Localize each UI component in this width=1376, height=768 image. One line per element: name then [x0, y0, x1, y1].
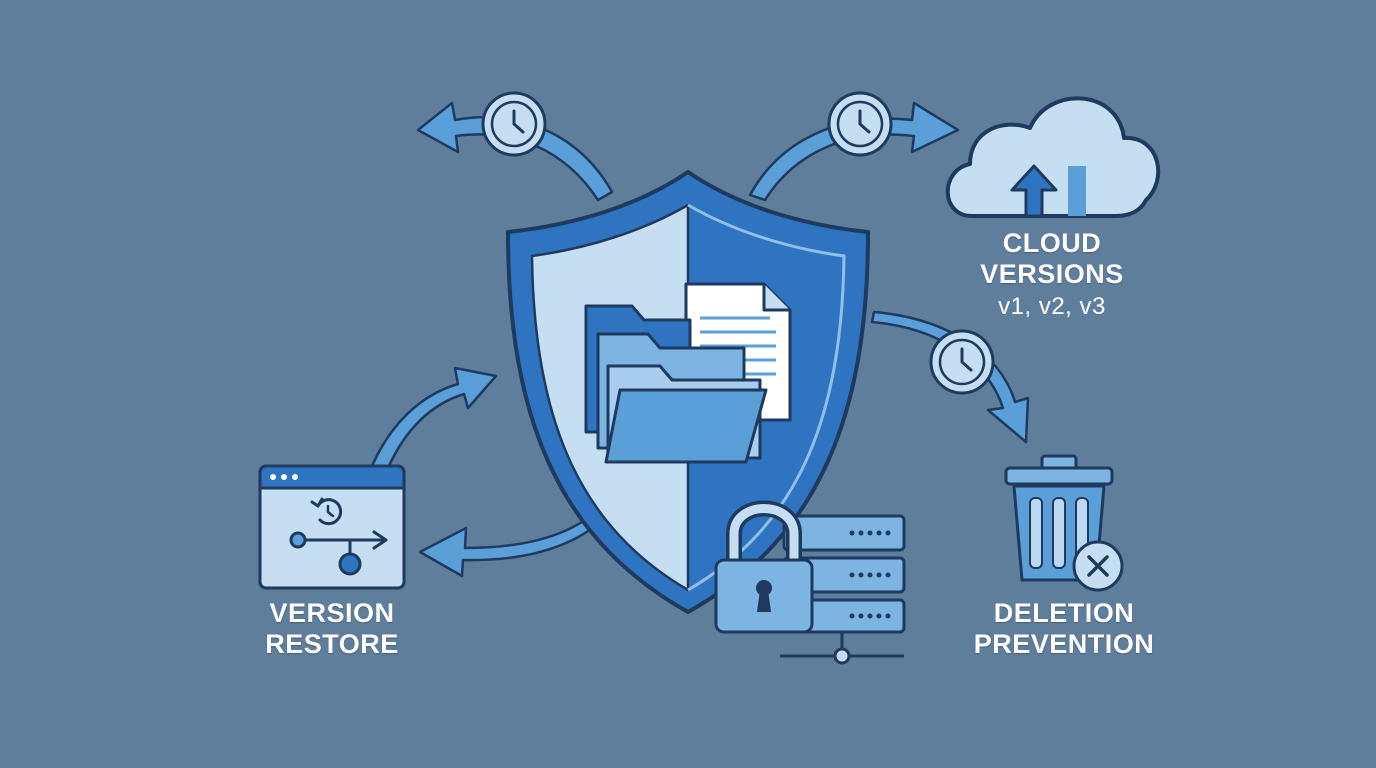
- clock-icon: [481, 91, 547, 157]
- deletion-prevention-label: DELETION PREVENTION: [954, 598, 1174, 660]
- arrow-icon: [370, 366, 498, 470]
- cloud-versions-title: CLOUD VERSIONS: [980, 228, 1124, 289]
- server-icon: [780, 514, 906, 665]
- cloud-versions-label: CLOUD VERSIONS v1, v2, v3: [932, 228, 1172, 322]
- version-restore-line2: RESTORE: [265, 629, 399, 659]
- clock-icon: [827, 91, 893, 157]
- deletion-prevention-line2: PREVENTION: [973, 629, 1155, 659]
- cloud-versions-list: v1, v2, v3: [998, 293, 1106, 320]
- arrow-icon: [748, 101, 960, 202]
- arrow-icon: [416, 101, 614, 202]
- folder-icon: [604, 364, 768, 464]
- history-icon: [310, 497, 343, 526]
- deletion-prevention-line1: DELETION: [993, 598, 1135, 628]
- restore-window-icon: [258, 464, 406, 590]
- cloud-upload-icon: [945, 96, 1161, 218]
- version-restore-line1: VERSION: [269, 598, 395, 628]
- version-restore-label: VERSION RESTORE: [232, 598, 432, 660]
- padlock-icon: [714, 500, 814, 634]
- clock-icon: [929, 329, 995, 395]
- close-icon: [1072, 540, 1124, 592]
